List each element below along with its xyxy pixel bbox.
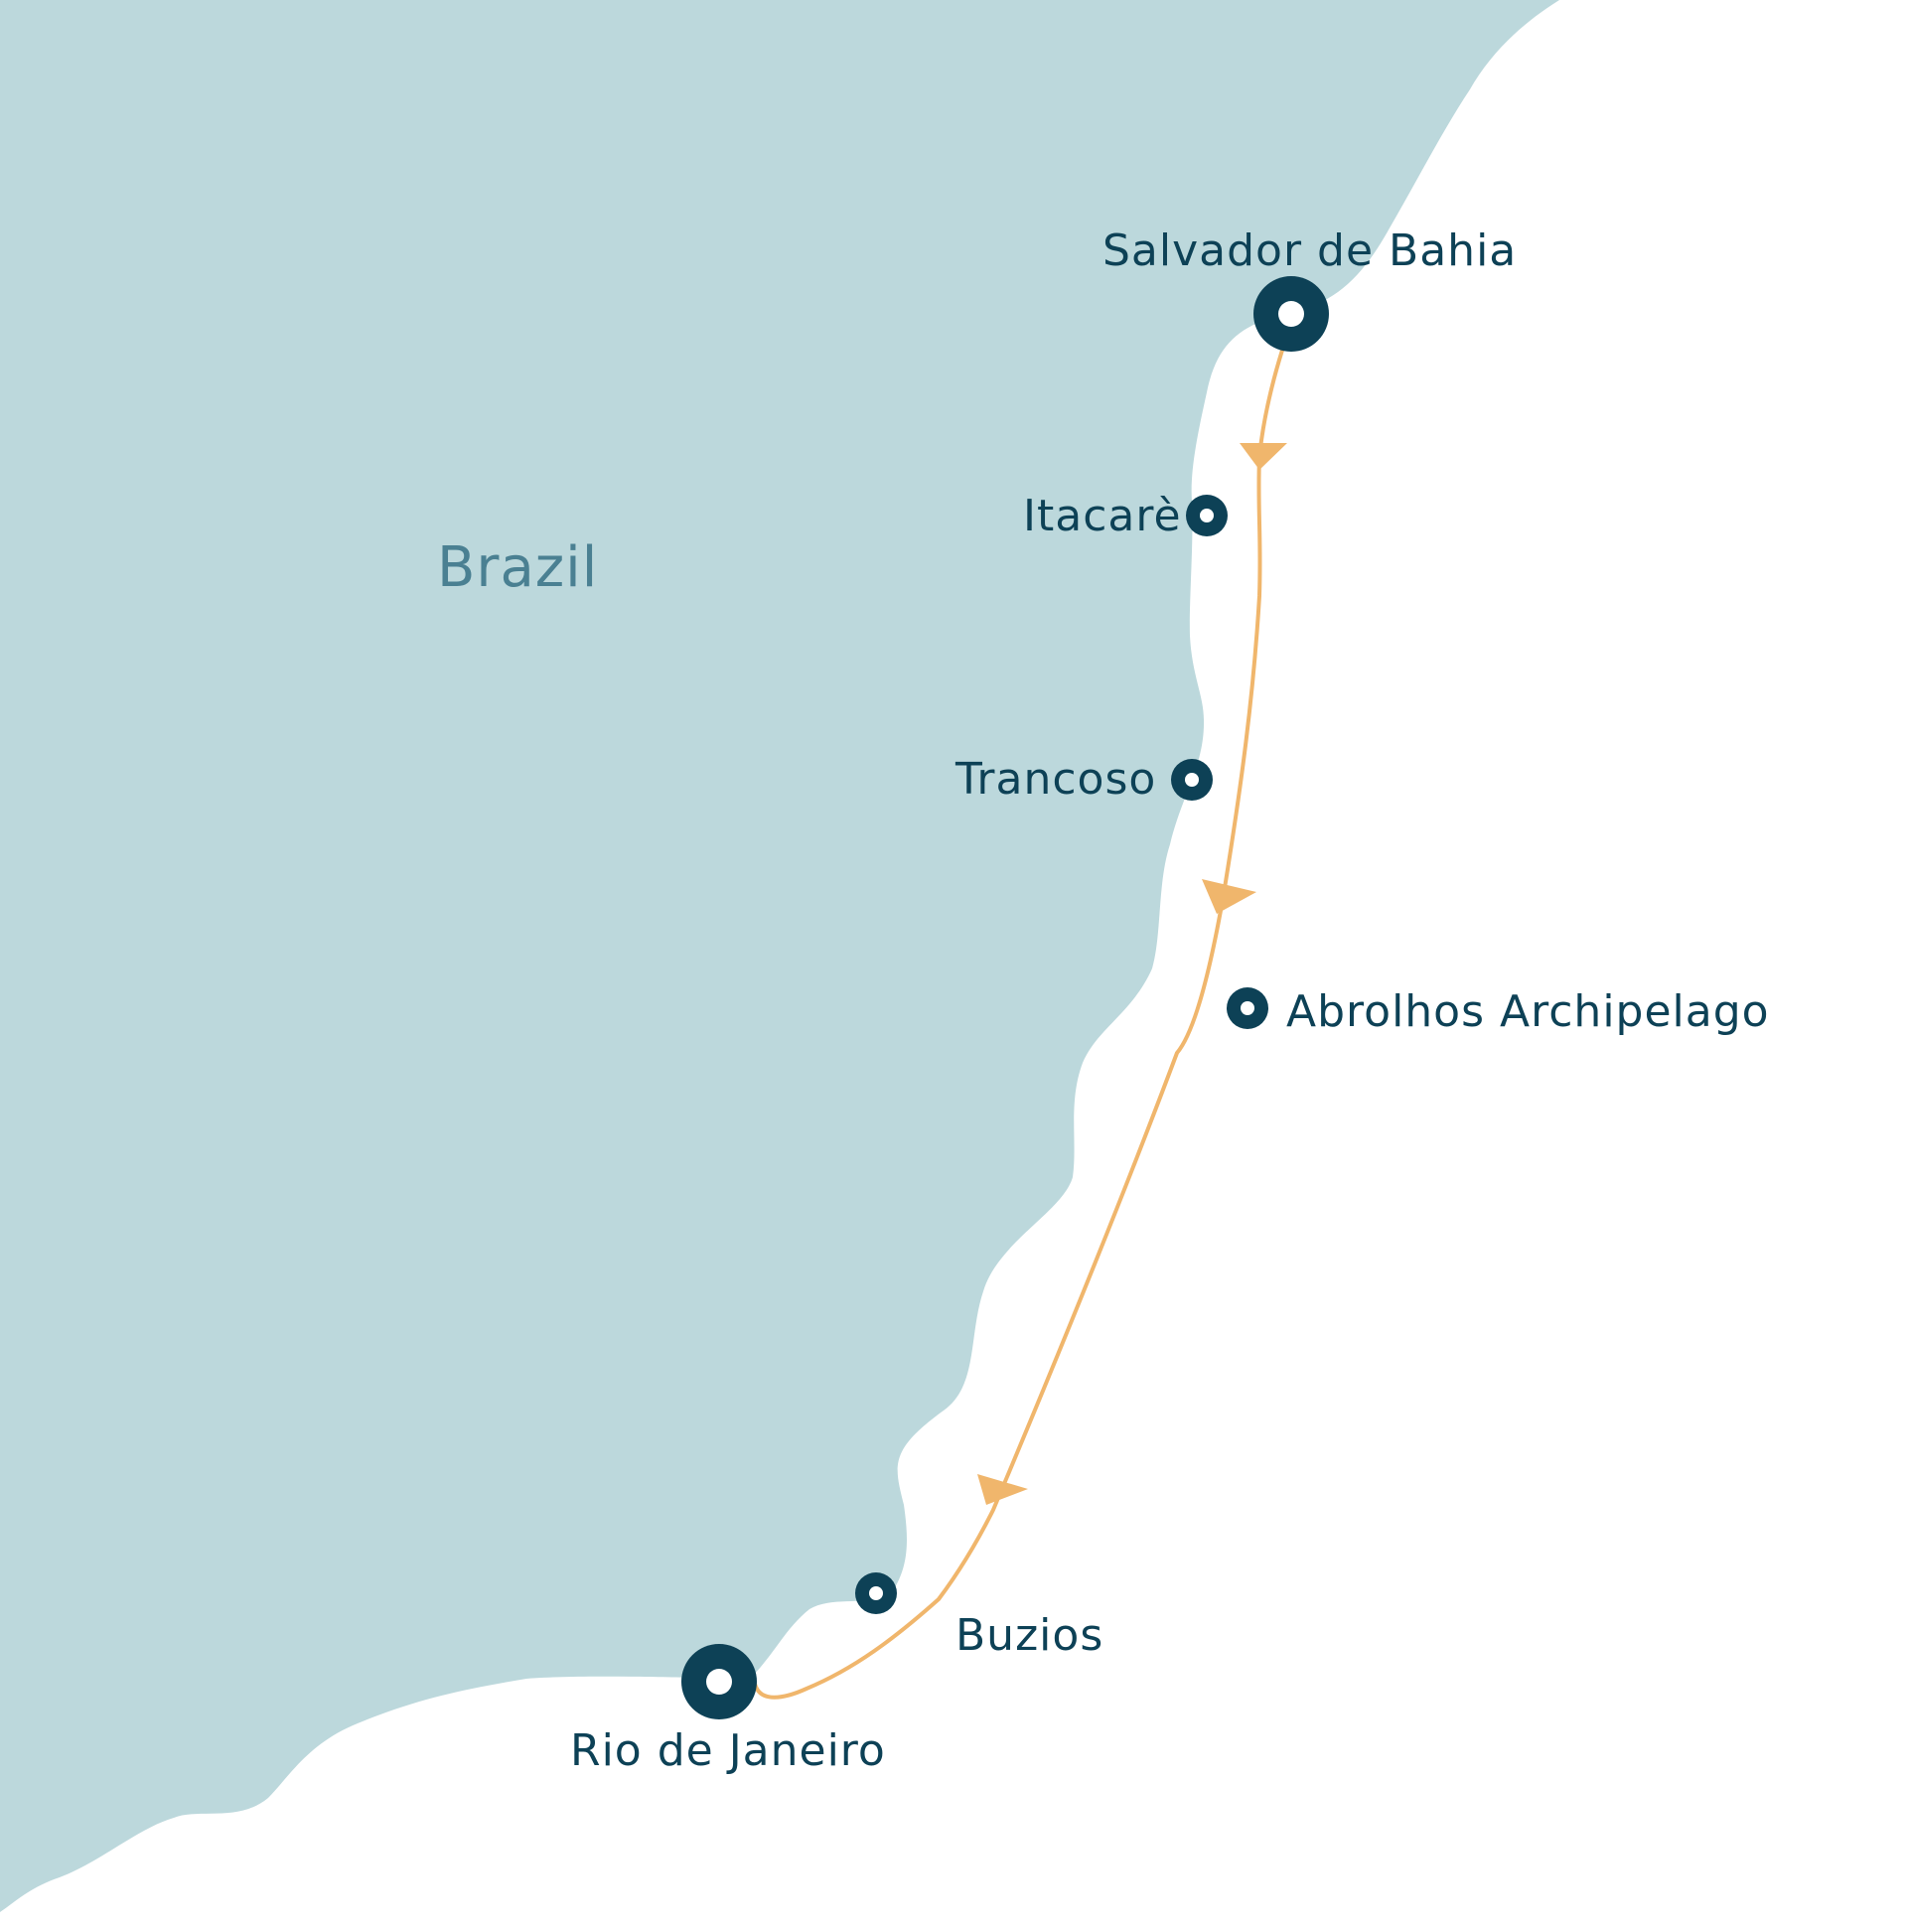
location-ring-center: [1200, 509, 1214, 522]
place-label-buzios: Buzios: [955, 1610, 1104, 1661]
brazil-landmass: [0, 0, 1559, 1912]
route-line: [753, 339, 1287, 1700]
place-label-abrolhos: Abrolhos Archipelago: [1286, 986, 1770, 1037]
place-markers: [681, 276, 1329, 1719]
location-ring-center: [1185, 773, 1199, 787]
marker-itacare: [1186, 495, 1228, 536]
country-label: Brazil: [437, 535, 599, 600]
place-label-rio: Rio de Janeiro: [570, 1725, 886, 1776]
marker-abrolhos: [1227, 987, 1268, 1029]
place-label-salvador: Salvador de Bahia: [1102, 225, 1518, 276]
location-ring-center: [706, 1669, 732, 1695]
route-direction-arrows: [977, 443, 1287, 1505]
place-label-itacare: Itacarè: [1023, 491, 1182, 541]
marker-trancoso: [1171, 759, 1213, 801]
location-ring-center: [869, 1586, 883, 1600]
arrowhead-icon: [1202, 879, 1256, 914]
marker-buzios: [855, 1572, 897, 1614]
location-ring-center: [1278, 301, 1304, 327]
place-label-trancoso: Trancoso: [955, 754, 1157, 805]
location-ring-center: [1241, 1001, 1254, 1015]
arrowhead-icon: [977, 1474, 1028, 1505]
arrowhead-icon: [1240, 443, 1287, 470]
marker-salvador: [1253, 276, 1329, 352]
marker-rio: [681, 1644, 757, 1719]
